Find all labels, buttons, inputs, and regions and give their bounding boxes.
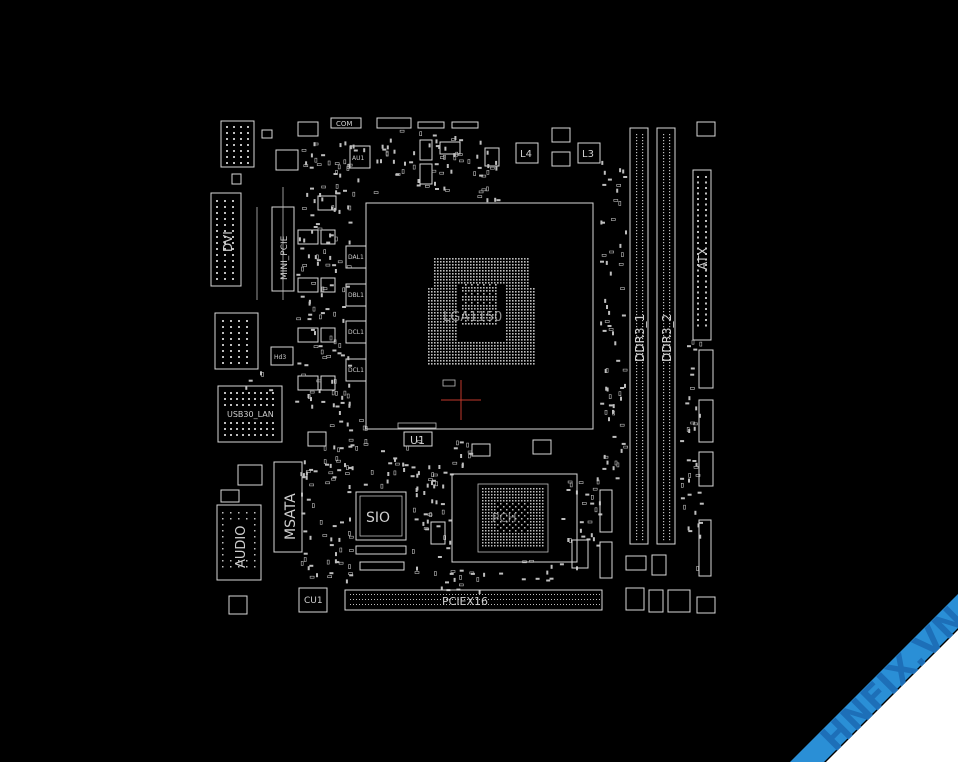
hd3-label: Hd3 <box>274 354 286 361</box>
au1-label: AU1 <box>352 155 364 162</box>
l4-label: L4 <box>520 149 532 160</box>
u1-part <box>403 431 433 447</box>
sio-chip: SIO <box>355 491 407 571</box>
dimm-2-label: DDR3_2 <box>660 314 674 362</box>
msata-slot <box>273 461 303 553</box>
pch-label: PCH <box>492 511 517 525</box>
msata-label: MSATA <box>283 493 299 540</box>
vrm-area: COM AU1 DAL1 DBL1 DCL1 DCL1 L4 L3 <box>275 117 601 457</box>
inductor-l4 <box>515 142 539 164</box>
dcl1-label: DCL1 <box>348 329 364 336</box>
dbl1-label: DBL1 <box>348 292 364 299</box>
passive-components <box>245 129 704 594</box>
pciex16-slot: PCIEX16 <box>344 589 603 611</box>
pch-chip: PCH <box>430 473 667 576</box>
dimm-1-label: DDR3_1 <box>633 314 647 362</box>
au1-part <box>349 145 371 169</box>
usb-lan-label: USB30_LAN <box>227 410 274 419</box>
usb-lan-connector <box>217 385 283 443</box>
atx-label: ATX <box>696 247 710 270</box>
pciex16-label: PCIEX16 <box>442 595 488 608</box>
l3-label: L3 <box>582 149 594 160</box>
cu1-part <box>298 587 328 613</box>
rear-io-area: DVI MINI_PCIE Hd3 USB30_LAN AUDIO MSATA … <box>210 120 328 615</box>
com-label: COM <box>336 120 352 128</box>
dal1-label: DAL1 <box>348 254 364 261</box>
inductor-l3 <box>577 142 601 164</box>
dimm-slots: DDR3_1 DDR3_2 <box>629 127 676 545</box>
vga-connector <box>214 312 259 370</box>
audio-connector <box>216 504 262 581</box>
cpu-socket: LGA1150 <box>365 202 594 430</box>
dvi-connector <box>210 192 242 287</box>
sio-label: SIO <box>366 510 390 526</box>
ddl1-label: DCL1 <box>348 367 364 374</box>
dimm-slot-1 <box>629 127 649 545</box>
dvi-label: DVI <box>221 231 235 252</box>
dimm-slot-2 <box>656 127 676 545</box>
hd3-part <box>270 346 294 366</box>
cu1-label: CU1 <box>304 596 323 606</box>
mini-pcie-label: MINI_PCIE <box>280 235 290 280</box>
atx-connector: ATX <box>599 121 716 614</box>
audio-label: AUDIO <box>234 526 249 569</box>
cpu-socket-label: LGA1150 <box>443 310 502 325</box>
